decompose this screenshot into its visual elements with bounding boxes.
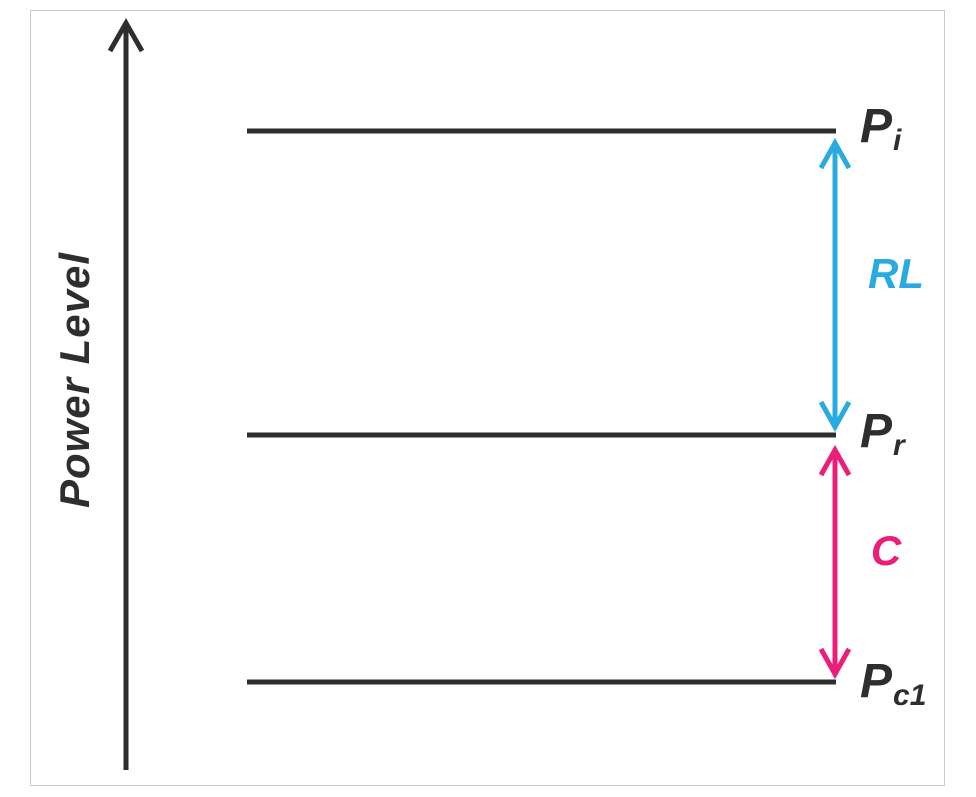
level-label-pi-sub: i <box>893 124 902 158</box>
level-label-pi: Pi <box>860 100 901 156</box>
interval-label-c: C <box>870 527 902 574</box>
level-label-pc1: Pc1 <box>860 655 926 711</box>
rl-arrowhead-down-icon <box>818 400 852 433</box>
c-arrowhead-up-icon <box>818 444 852 477</box>
rl-arrowhead-up-icon <box>818 137 852 170</box>
level-label-pc1-sub: c1 <box>893 679 927 713</box>
diagram-frame <box>30 10 945 786</box>
level-label-pi-main: P <box>860 100 893 153</box>
c-interval-arrow <box>818 444 852 680</box>
interval-label-rl: RL <box>868 250 924 297</box>
level-label-pr-sub: r <box>893 429 905 463</box>
level-label-pr-main: P <box>860 405 893 458</box>
rl-interval-arrow <box>818 137 852 433</box>
c-arrowhead-down-icon <box>818 647 852 680</box>
power-axis-arrowhead-icon <box>107 17 145 53</box>
power-axis <box>107 17 145 770</box>
power-level-axis-label: Power Level <box>51 251 98 509</box>
level-label-pc1-main: P <box>860 655 893 708</box>
level-label-pr: Pr <box>860 405 905 461</box>
